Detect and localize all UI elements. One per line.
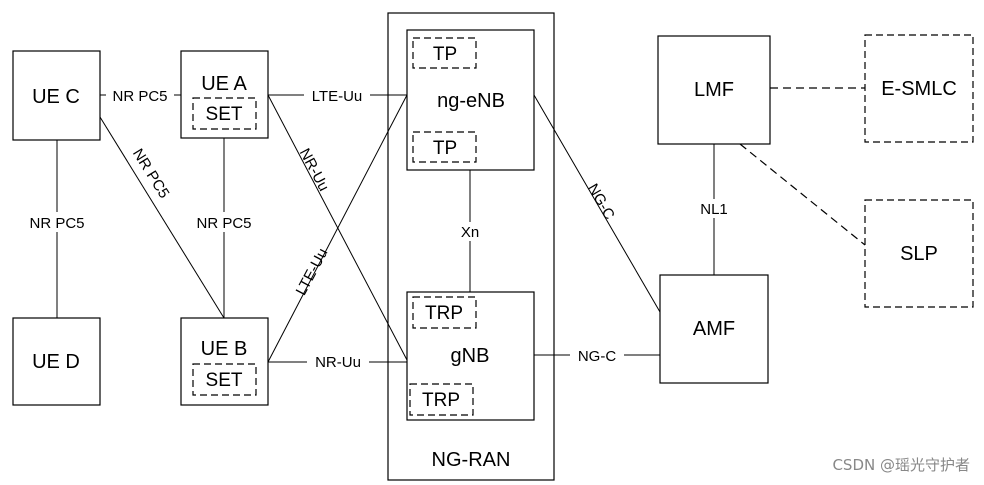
gnb-label: gNB bbox=[451, 345, 490, 367]
edge-label-ueb-ngenb: LTE-Uu bbox=[293, 246, 332, 299]
tp-bottom-box bbox=[412, 131, 477, 163]
edge-label-gnb-amf: NG-C bbox=[578, 348, 616, 365]
ue-b-node: UE B SET bbox=[180, 317, 269, 406]
lmf-label: LMF bbox=[694, 79, 734, 101]
ue-c-label: UE C bbox=[32, 86, 80, 108]
trp-top-label: TRP bbox=[425, 303, 463, 324]
trp-top-box bbox=[412, 296, 477, 329]
edge-uec-ueb bbox=[99, 116, 225, 319]
edge-label-uea-ngenb: LTE-Uu bbox=[312, 88, 363, 105]
slp-label: SLP bbox=[900, 243, 938, 265]
edge-ngenb-amf bbox=[533, 94, 661, 313]
edge-label-uec-ueb: NR PC5 bbox=[129, 146, 173, 202]
set-b-box bbox=[192, 363, 257, 396]
set-a-label: SET bbox=[206, 104, 243, 125]
edge-label-lmf-amf: NL1 bbox=[700, 201, 728, 218]
slp-node: SLP bbox=[864, 199, 974, 308]
ue-a-node: UE A SET bbox=[180, 50, 269, 139]
edge-label-uec-ued: NR PC5 bbox=[29, 215, 84, 232]
set-b-label: SET bbox=[206, 370, 243, 391]
amf-node: AMF bbox=[659, 274, 769, 384]
tp-top-box bbox=[412, 37, 477, 69]
edge-lmf-slp bbox=[739, 143, 866, 246]
ue-c-node: UE C bbox=[12, 50, 101, 141]
edge-label-ueb-gnb: NR-Uu bbox=[315, 354, 361, 371]
edge-ueb-ngenb bbox=[267, 94, 408, 363]
ng-enb-label: ng-eNB bbox=[437, 90, 505, 112]
tp-bottom-label: TP bbox=[433, 138, 457, 159]
trp-bottom-label: TRP bbox=[422, 390, 460, 411]
set-a-box bbox=[192, 97, 257, 130]
ng-ran-container bbox=[387, 12, 555, 481]
ue-b-label: UE B bbox=[201, 338, 248, 360]
ue-a-label: UE A bbox=[201, 73, 247, 95]
amf-label: AMF bbox=[693, 318, 735, 340]
ue-d-label: UE D bbox=[32, 351, 80, 373]
ng-ran-label: NG-RAN bbox=[432, 449, 511, 471]
edge-label-uea-gnb: NR-Uu bbox=[296, 146, 333, 194]
edge-label-ngenb-gnb: Xn bbox=[461, 224, 479, 241]
tp-top-label: TP bbox=[433, 44, 457, 65]
gnb-node: TRP gNB TRP bbox=[406, 291, 535, 421]
edge-label-uec-uea: NR PC5 bbox=[112, 88, 167, 105]
watermark-text: CSDN @瑶光守护者 bbox=[832, 456, 970, 474]
lmf-node: LMF bbox=[657, 35, 771, 145]
ng-enb-node: TP ng-eNB TP bbox=[406, 29, 535, 171]
trp-bottom-box bbox=[409, 383, 474, 416]
e-smlc-node: E-SMLC bbox=[864, 34, 974, 143]
e-smlc-label: E-SMLC bbox=[881, 78, 957, 100]
edge-label-uea-ueb: NR PC5 bbox=[196, 215, 251, 232]
edge-label-ngenb-amf: NG-C bbox=[584, 181, 618, 223]
ue-d-node: UE D bbox=[12, 317, 101, 406]
